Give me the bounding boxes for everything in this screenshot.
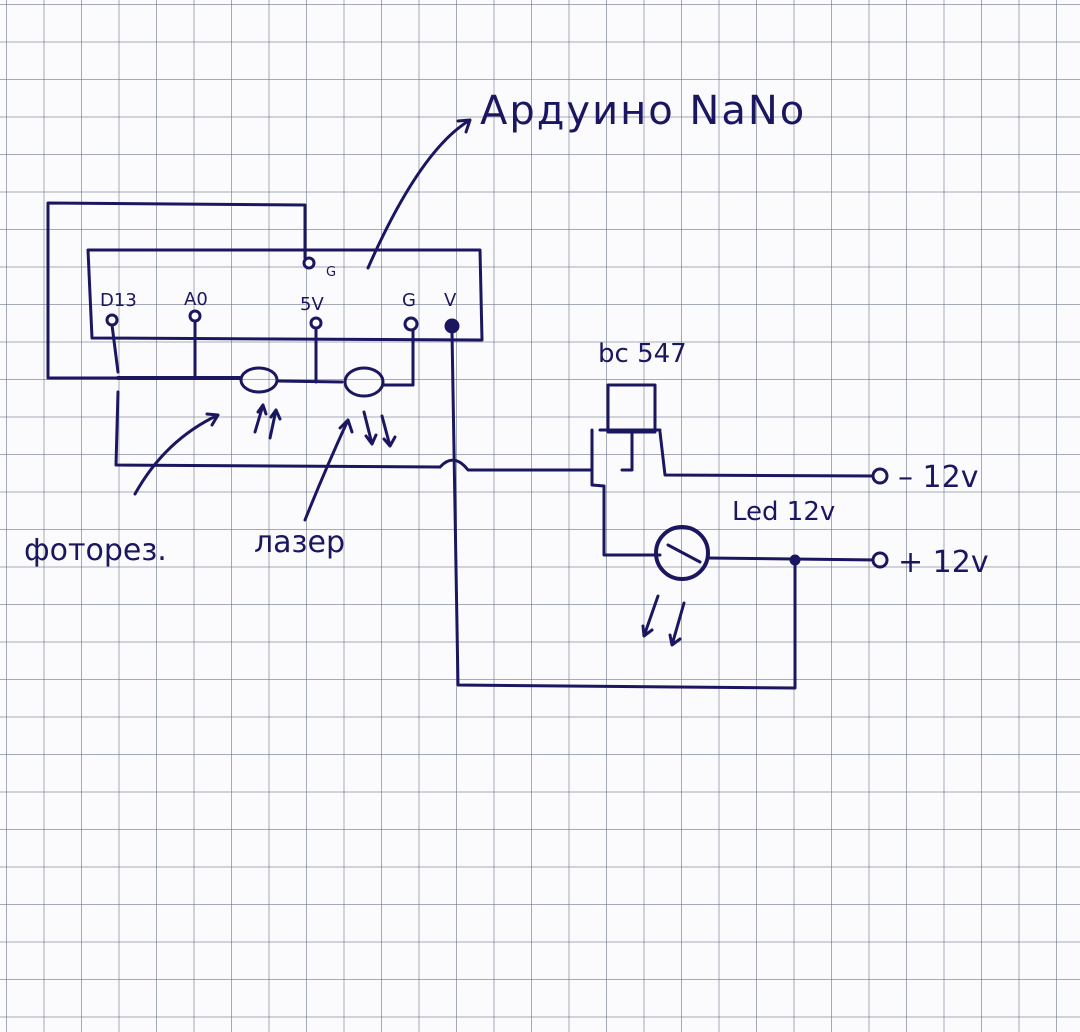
led-light-arrow-2 — [668, 601, 686, 647]
arduino-title: Ардуино NaNo — [480, 88, 806, 134]
transistor-body — [606, 383, 657, 434]
transistor-collector-lead — [590, 428, 662, 557]
transistor-label: bc 547 — [598, 339, 687, 369]
g-top-label: G — [326, 265, 336, 280]
photoresistor-to-five-v — [275, 379, 344, 384]
photoresistor-symbol — [239, 366, 279, 394]
v-label: V — [444, 290, 457, 311]
g-right-label: G — [402, 290, 416, 311]
pin-v — [444, 318, 460, 334]
photoresistor-pointer-arrow — [133, 412, 220, 496]
photoresistor-label: фоторез. — [24, 533, 167, 568]
five-v-label: 5V — [300, 294, 324, 315]
led-label: Led 12v — [732, 497, 835, 527]
led-inner-line — [666, 543, 702, 564]
pin-g-right — [403, 316, 419, 332]
a0-label: A0 — [184, 289, 208, 310]
laser-label: лазер — [254, 525, 345, 560]
light-out-arrow-2 — [380, 414, 397, 448]
junction-dot — [789, 554, 801, 566]
d13-signal-wire — [114, 390, 442, 469]
vin-wire — [450, 330, 797, 690]
pin-d13 — [105, 313, 119, 327]
led-light-arrow-1 — [641, 594, 660, 638]
laser-pointer-arrow — [303, 418, 354, 522]
plus-12v-terminal — [871, 551, 889, 569]
minus-12v-label: – 12v — [898, 460, 978, 495]
pin-a0 — [188, 309, 202, 323]
light-out-arrow-1 — [362, 410, 378, 446]
wire-crossover — [438, 458, 592, 472]
laser-symbol — [343, 366, 385, 398]
d13-label: D13 — [100, 290, 137, 311]
transistor-emitter-lead — [620, 428, 634, 472]
arduino-board-outline — [86, 248, 484, 342]
title-pointer-arrow — [366, 118, 472, 270]
transistor-right-lead — [658, 430, 880, 478]
led-symbol — [654, 525, 710, 581]
ground-loop-wire — [46, 201, 307, 380]
light-in-arrow-2 — [268, 408, 282, 440]
pin-five-v — [309, 316, 323, 330]
pin-g-top — [302, 256, 316, 270]
d13-stub — [110, 323, 120, 374]
light-in-arrow-1 — [253, 403, 268, 434]
minus-12v-terminal — [871, 467, 889, 485]
plus-12v-label: + 12v — [898, 545, 989, 580]
